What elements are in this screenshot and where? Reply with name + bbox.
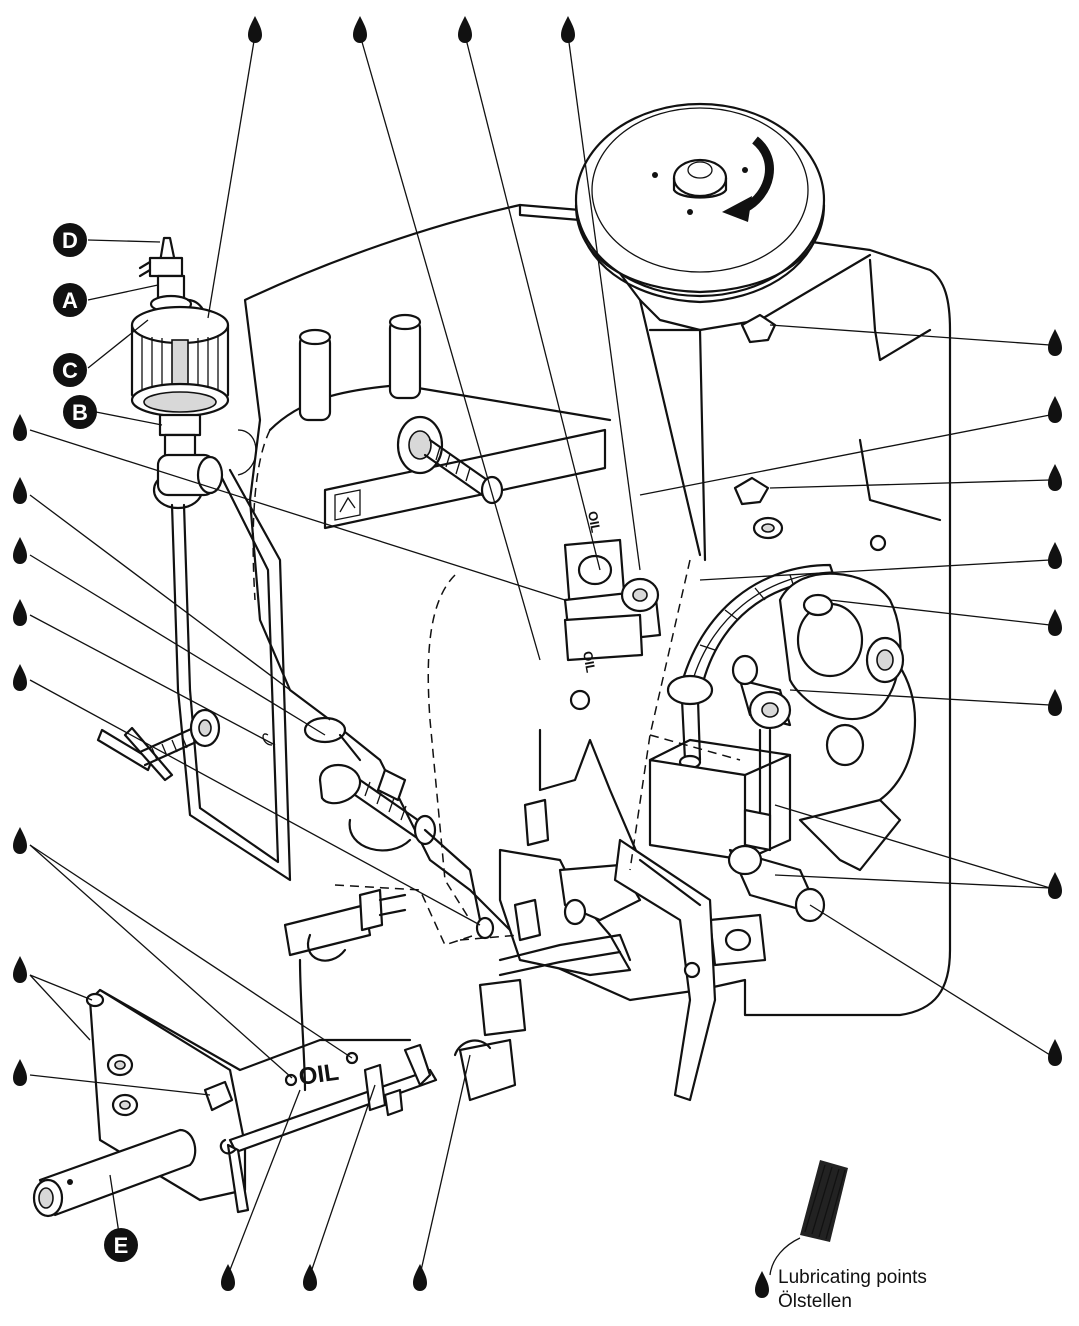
- oil-drop-icon: [1048, 609, 1062, 636]
- callout-e: E: [104, 1228, 138, 1262]
- feed-mechanism: [475, 798, 717, 1102]
- oil-drop-icon: [1048, 689, 1062, 716]
- oil-drop-icon: [1048, 396, 1062, 423]
- oil-drop-icon: [458, 16, 472, 43]
- oil-drop-icon: [248, 16, 262, 43]
- callout-a: A: [53, 283, 87, 317]
- oil-drop-icon: [561, 16, 575, 43]
- oil-can-nozzle-icon: [769, 1160, 848, 1276]
- thread-pins: [298, 313, 422, 422]
- svg-text:B: B: [72, 400, 88, 425]
- dashed-contour-2: [252, 429, 521, 941]
- callout-d: D: [53, 223, 87, 257]
- side-label-plate: [323, 428, 607, 530]
- oil-drop-icon: [13, 414, 27, 441]
- oil-drop-icon: [303, 1264, 317, 1291]
- t-handle-screw: [96, 708, 221, 782]
- oil-drop-icon: [1048, 329, 1062, 356]
- oil-drop-icon: [13, 599, 27, 626]
- upper-adjust-screw: [396, 415, 504, 505]
- oil-drop-icon: [13, 956, 27, 983]
- handwheel: [574, 102, 826, 304]
- oil-drop-icon: [1048, 1039, 1062, 1066]
- leader-lines: [29, 34, 1051, 1276]
- middle-tension-assembly: [262, 716, 437, 852]
- oil-drop-icon: [1048, 872, 1062, 899]
- oil-drop-icon: [13, 827, 27, 854]
- oil-drop-icon: [755, 1271, 769, 1298]
- svg-text:E: E: [114, 1233, 129, 1258]
- oil-drop-icon: [13, 1059, 27, 1086]
- legend-line-2: Ölstellen: [778, 1291, 852, 1312]
- svg-text:A: A: [62, 288, 78, 313]
- legend-line-1: Lubricating points: [778, 1267, 927, 1288]
- oil-label-head-lower: OIL: [580, 650, 599, 674]
- oil-drop-icon: [1048, 542, 1062, 569]
- svg-text:D: D: [62, 228, 78, 253]
- dashed-contour: [427, 559, 741, 921]
- oil-drop-icon: [13, 477, 27, 504]
- oil-drop-icon: [1048, 464, 1062, 491]
- oil-drop-icon: [353, 16, 367, 43]
- oil-label-head-upper: OIL: [585, 510, 604, 534]
- hook-mechanism: [563, 538, 905, 967]
- callouts: D A C B E: [53, 223, 163, 1262]
- oil-drop-icon: [221, 1264, 235, 1291]
- oil-drop-icon: [413, 1264, 427, 1291]
- oil-plugs: [569, 313, 887, 711]
- callout-c: C: [53, 353, 87, 387]
- oil-drop-icon: [13, 537, 27, 564]
- linkage-frame: [283, 828, 491, 1092]
- base-casting: [32, 978, 527, 1218]
- oil-drop-icon: [13, 664, 27, 691]
- oiler-assembly: [130, 236, 230, 692]
- oil-label-base: OIL: [297, 1059, 340, 1091]
- legend: Lubricating points Ölstellen: [755, 1160, 927, 1312]
- callout-b: B: [63, 395, 97, 429]
- svg-text:C: C: [62, 358, 78, 383]
